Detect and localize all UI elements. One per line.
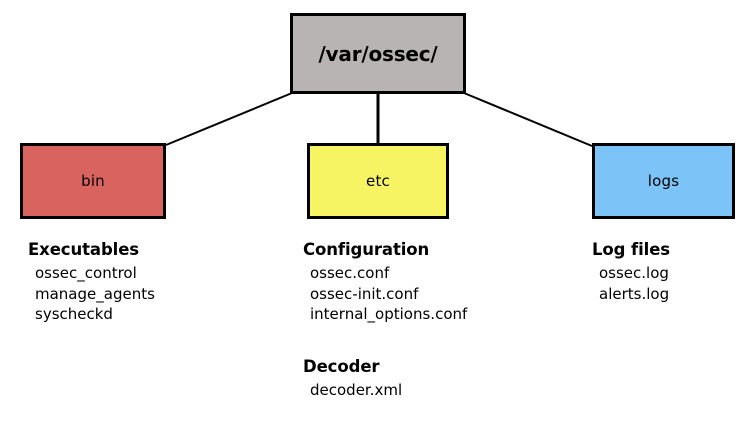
node-bin-label: bin (81, 171, 105, 190)
detail-list-decoder: decoder.xml (303, 380, 402, 401)
edge-root-to-bin (165, 92, 293, 146)
detail-group-executables: Executables ossec_control manage_agents … (28, 240, 155, 325)
detail-list-log-files: ossec.log alerts.log (592, 263, 670, 304)
detail-heading-decoder: Decoder (303, 357, 380, 376)
detail-list-configuration: ossec.conf ossec-init.conf internal_opti… (303, 263, 467, 325)
detail-list-executables: ossec_control manage_agents syscheckd (28, 263, 155, 325)
list-item: decoder.xml (310, 381, 403, 399)
detail-heading-log-files: Log files (592, 240, 671, 259)
node-bin[interactable]: bin (20, 143, 166, 219)
node-var-ossec-label: /var/ossec/ (318, 41, 438, 66)
node-logs[interactable]: logs (592, 143, 735, 219)
node-etc[interactable]: etc (307, 143, 449, 219)
node-logs-label: logs (647, 171, 680, 190)
detail-heading-configuration: Configuration (303, 240, 430, 259)
list-item: ossec-init.conf (310, 284, 419, 303)
list-item: syscheckd (35, 305, 113, 323)
list-item: ossec_control (35, 264, 137, 282)
detail-group-decoder: Decoder decoder.xml (303, 357, 402, 401)
list-item: manage_agents (35, 284, 155, 303)
list-item: internal_options.conf (310, 305, 468, 323)
list-item: ossec.conf (310, 264, 390, 282)
list-item: ossec.log (599, 264, 669, 282)
detail-group-configuration: Configuration ossec.conf ossec-init.conf… (303, 240, 467, 325)
node-var-ossec[interactable]: /var/ossec/ (290, 13, 466, 94)
node-etc-label: etc (366, 171, 390, 190)
detail-heading-executables: Executables (28, 240, 140, 259)
list-item: alerts.log (599, 284, 670, 303)
edge-root-to-logs (463, 92, 593, 147)
detail-group-log-files: Log files ossec.log alerts.log (592, 240, 670, 304)
